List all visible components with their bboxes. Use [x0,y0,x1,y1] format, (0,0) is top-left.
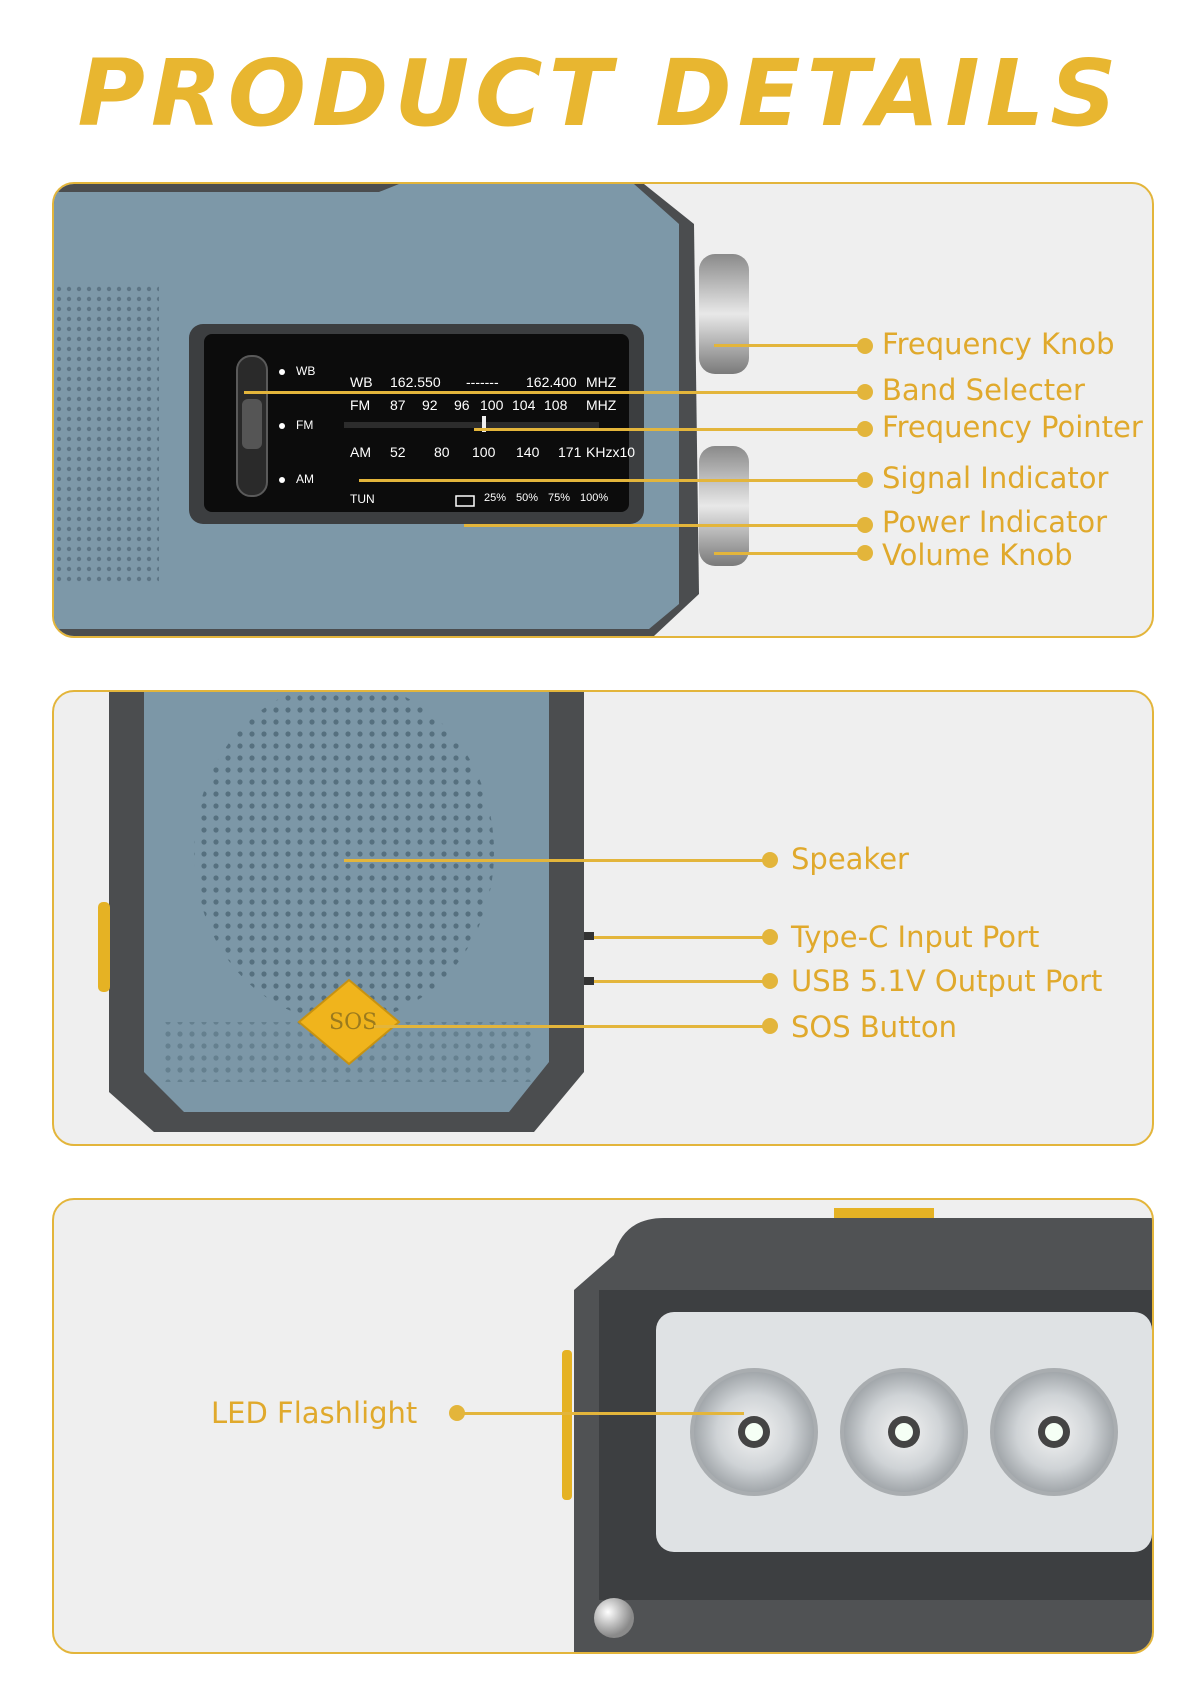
label-sos-button: SOS Button [791,1010,957,1044]
label-frequency-knob: Frequency Knob [882,327,1115,361]
battery-icon [455,495,475,507]
callout-dot [762,929,778,945]
callout-line [714,552,864,555]
power-100: 100% [580,492,609,504]
callout-dot [449,1405,465,1421]
callout-dot [857,338,873,354]
power-25: 25% [484,492,507,504]
label-signal-indicator: Signal Indicator [882,461,1109,495]
wb-freq-1: 162.550 [390,374,441,390]
fm-96: 96 [454,397,470,413]
sos-button-shape [297,978,401,1066]
fm-87: 87 [390,397,406,413]
label-usb-output-port: USB 5.1V Output Port [791,964,1103,998]
wb-dash: ------- [466,374,499,390]
label-frequency-pointer: Frequency Pointer [882,410,1143,444]
callout-dot [857,472,873,488]
label-band-selecter: Band Selecter [882,373,1085,407]
callout-line [359,479,864,482]
callout-line [474,428,864,431]
callout-dot [762,852,778,868]
callout-line [594,980,769,983]
band-wb: WB [296,364,316,378]
panel-dial-front: WB FM AM WB 162.550 ------- 162.400 MHZ … [52,182,1154,638]
callout-dot [857,517,873,533]
callout-line [464,524,864,527]
label-volume-knob: Volume Knob [882,538,1073,572]
radio-speaker-illustration [98,692,594,1132]
am-171: 171 [558,444,582,460]
radio-flashlight-illustration [562,1208,1152,1652]
band-fm: FM [296,418,314,432]
wb-freq-2: 162.400 [526,374,577,390]
label-type-c-input-port: Type-C Input Port [791,920,1040,954]
fm-104: 104 [512,397,536,413]
sos-button: SOS [329,1010,378,1035]
panel-flashlight: LED Flashlight [52,1198,1154,1654]
label-speaker: Speaker [791,842,909,876]
power-50: 50% [516,492,539,504]
callout-line [594,936,769,939]
fm-100: 100 [480,397,504,413]
callout-dot [857,421,873,437]
am-label: AM [350,444,371,460]
power-75: 75% [548,492,571,504]
tun-label: TUN [350,492,375,506]
am-140: 140 [516,444,540,460]
fm-unit: MHZ [586,397,617,413]
callout-dot [857,384,873,400]
page-title: PRODUCT DETAILS [77,40,1123,147]
am-80: 80 [434,444,450,460]
callout-dot [857,545,873,561]
radio-front-illustration [54,184,749,636]
label-power-indicator: Power Indicator [882,505,1108,539]
fm-108: 108 [544,397,568,413]
callout-line [344,859,769,862]
callout-dot [762,1018,778,1034]
am-52: 52 [390,444,406,460]
am-100: 100 [472,444,496,460]
callout-line [244,391,864,394]
panel-speaker-side: SOS Speaker Type-C Input Port USB 5.1V O… [52,690,1154,1146]
band-am: AM [296,472,314,486]
label-led-flashlight: LED Flashlight [211,1396,418,1430]
wb-label: WB [350,374,373,390]
callout-dot [762,973,778,989]
am-unit: KHzx10 [586,444,636,460]
fm-label: FM [350,397,371,413]
fm-92: 92 [422,397,438,413]
callout-line [714,344,864,347]
callout-line [374,1025,769,1028]
callout-line [454,1412,744,1415]
wb-unit: MHZ [586,374,617,390]
